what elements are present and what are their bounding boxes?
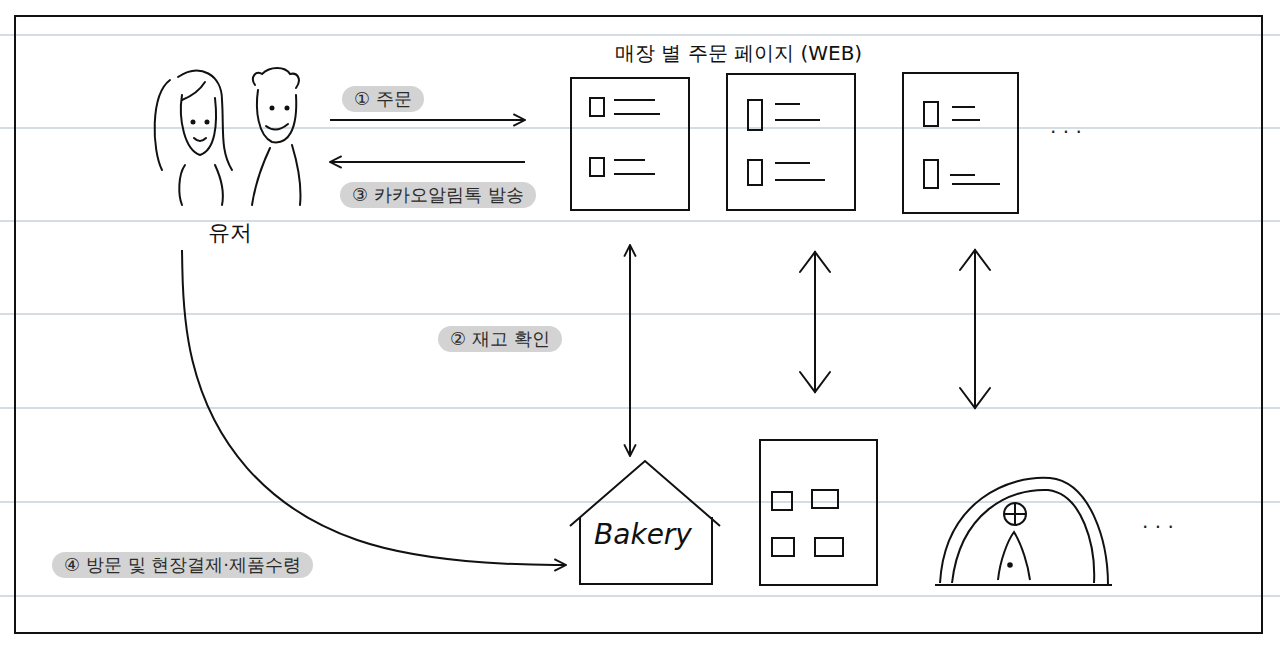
- store-name: Bakery: [594, 518, 692, 551]
- user-node: 유저: [130, 65, 330, 250]
- house-line: [570, 461, 720, 584]
- step-label: ② 재고 확인: [438, 326, 562, 352]
- group-heading: 매장 별 주문 페이지 (WEB): [615, 40, 862, 67]
- bakery-store: Bakery: [568, 456, 722, 588]
- user-figures: [155, 68, 301, 205]
- frame: [15, 16, 1262, 633]
- flow-arrow: [629, 245, 631, 456]
- actor-label: 유저: [208, 218, 252, 248]
- store-buildings: [760, 440, 1112, 585]
- step-label: ① 주문: [342, 86, 424, 112]
- step-label: ④ 방문 및 현장결제·제품수령: [52, 552, 313, 578]
- web-pages: [571, 73, 1018, 213]
- web-page-group: 매장 별 주문 페이지 (WEB): [525, 38, 1025, 245]
- ruled-lines: [0, 35, 1280, 596]
- flow-arrow: [182, 250, 566, 565]
- flow-arrow: [330, 161, 525, 163]
- ellipsis-mark: · · ·: [1050, 120, 1082, 144]
- stock-arrows: [800, 250, 990, 408]
- flow-arrow: [330, 119, 525, 121]
- step-label: ③ 카카오알림톡 발송: [340, 182, 536, 208]
- ellipsis-mark: · · ·: [1142, 515, 1174, 539]
